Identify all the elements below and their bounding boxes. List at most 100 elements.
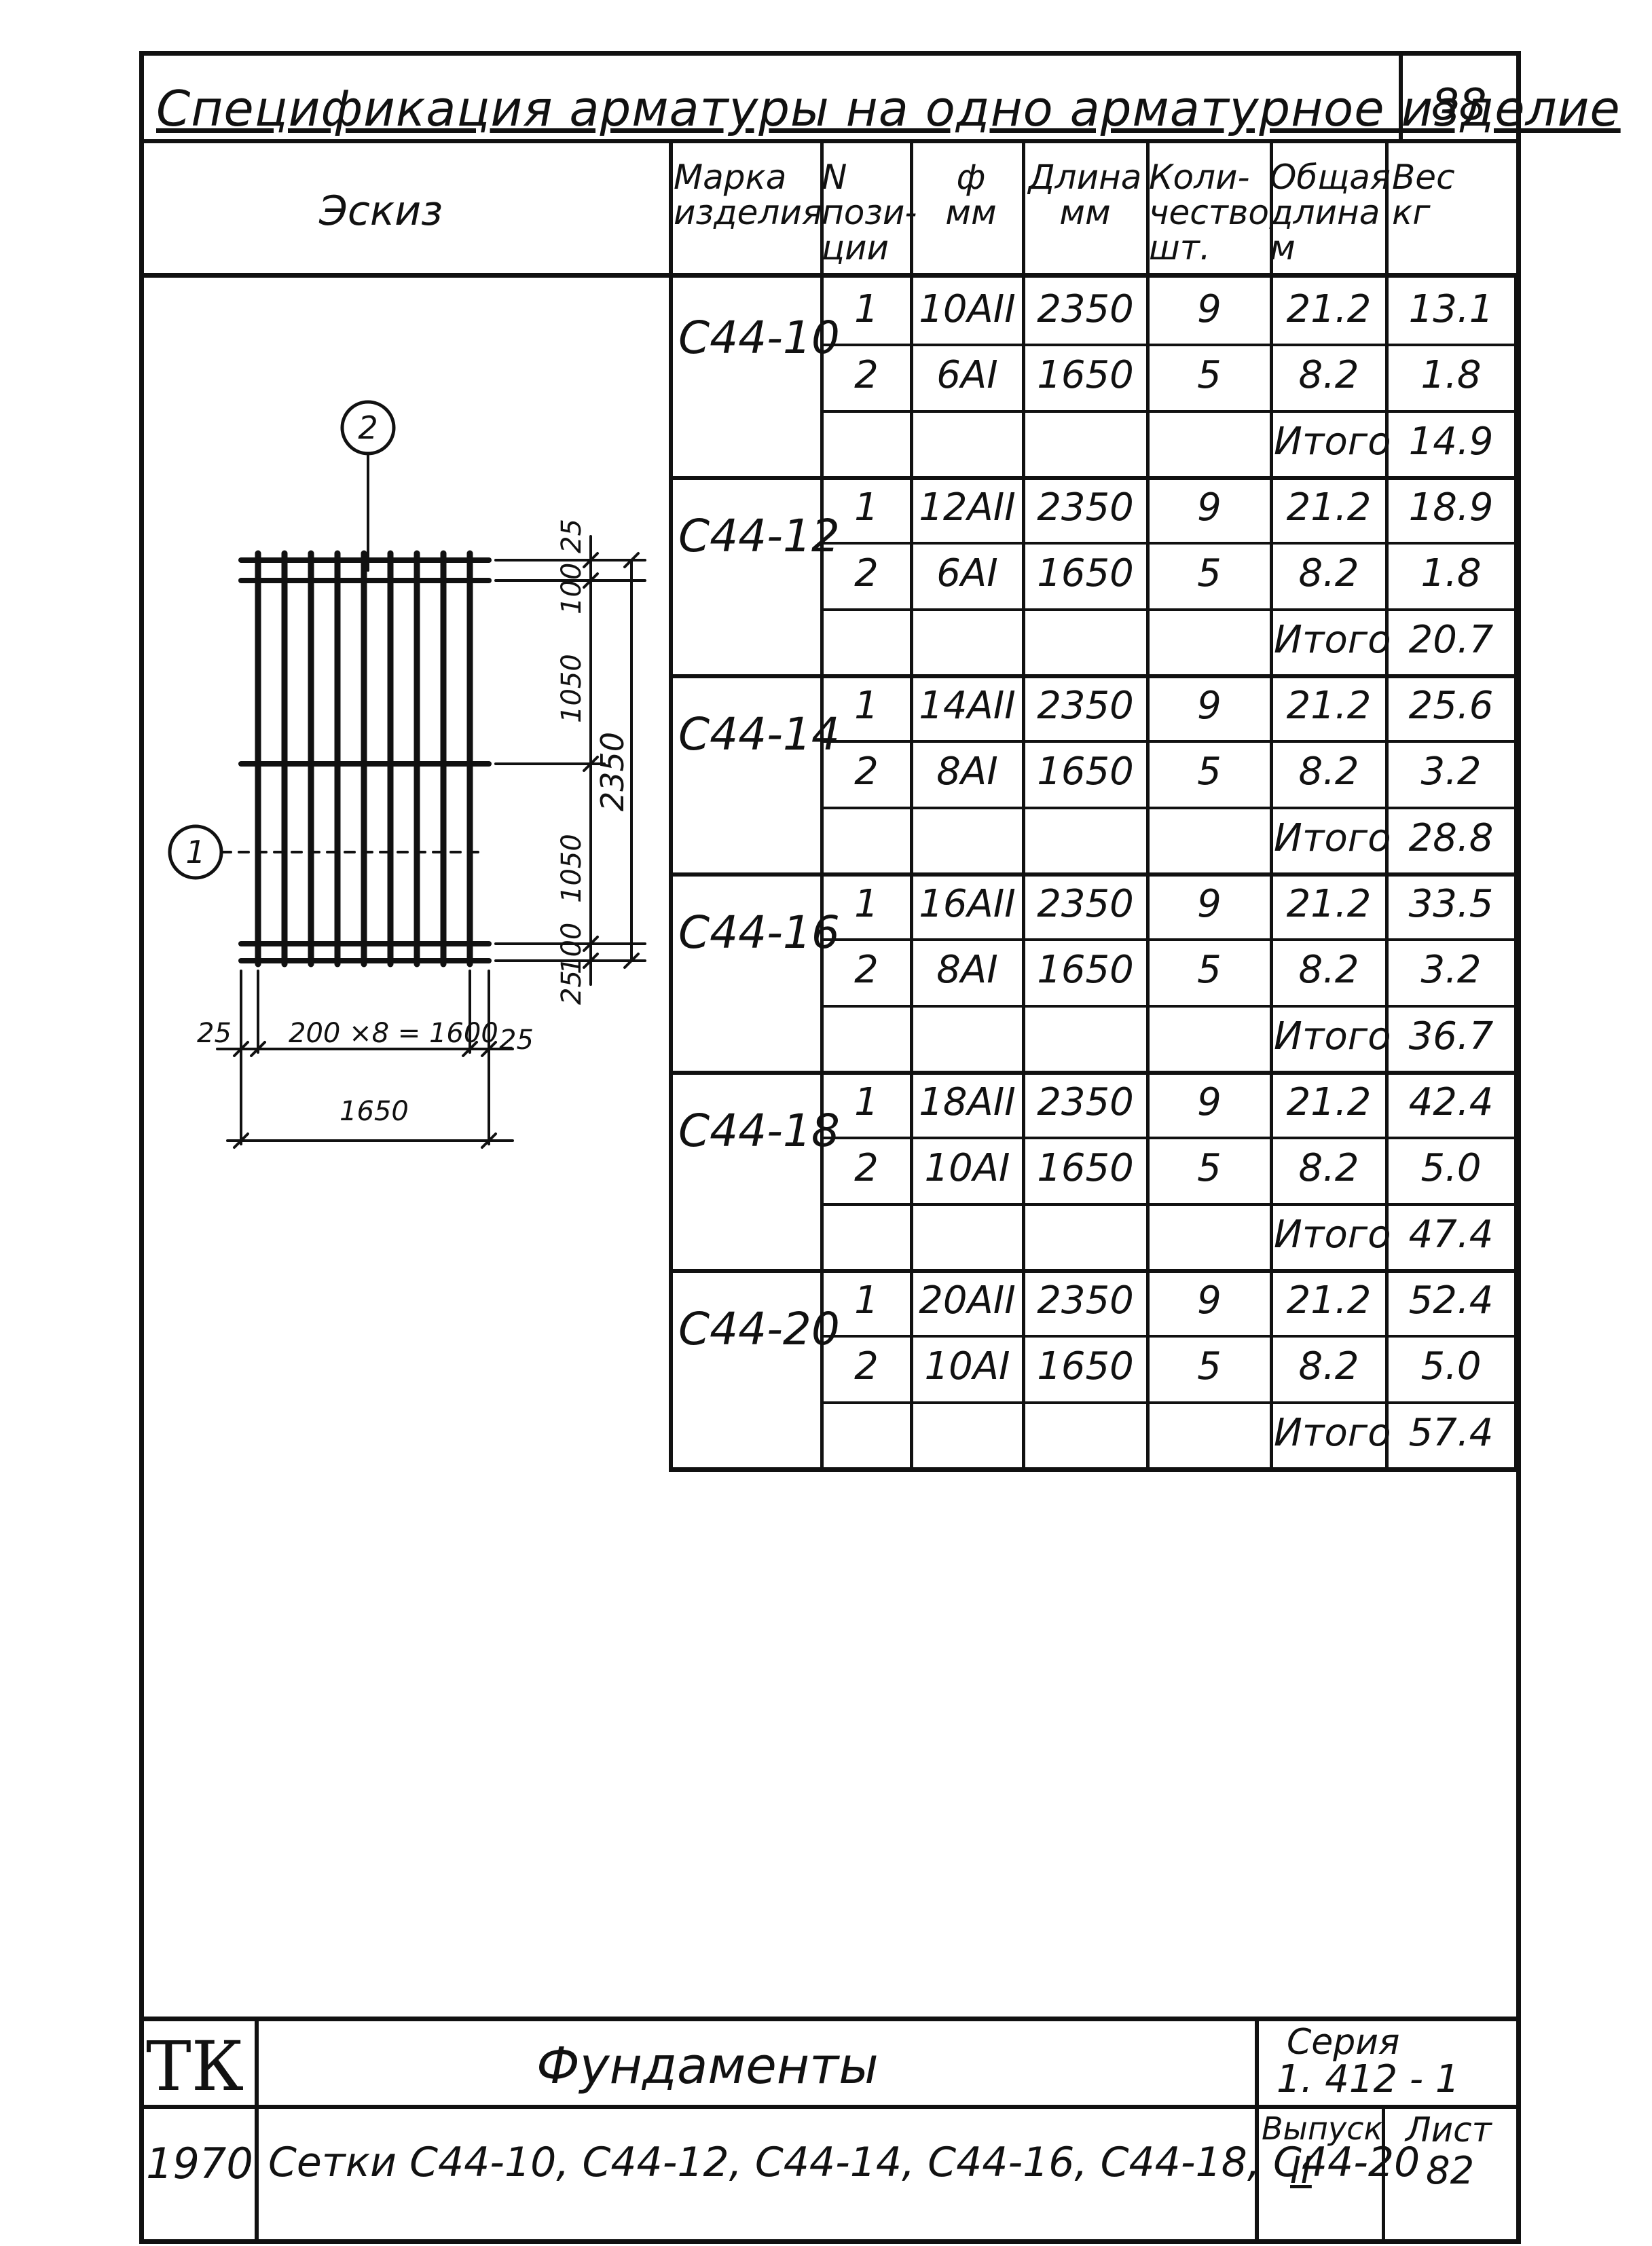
cell-quantity: 9 (1197, 287, 1222, 331)
cell-weight: 5.0 (1420, 1146, 1482, 1191)
product-mark: С44-16 (678, 906, 840, 959)
cell-diameter: 20АII (919, 1278, 1016, 1323)
dim-25-bottom: 25 (556, 970, 587, 1005)
cell-quantity: 5 (1197, 551, 1222, 596)
cell-position: 2 (854, 551, 879, 596)
issue-value: II (1290, 2149, 1312, 2192)
cell-total-length: 21.2 (1286, 882, 1372, 926)
block-divider (669, 476, 1514, 480)
cell-total-weight: 57.4 (1408, 1410, 1494, 1455)
sheet-description: Сетки С44-10, С44-12, С44-14, С44-16, С4… (268, 2139, 1420, 2186)
row-divider (820, 608, 1514, 611)
cell-diameter: 8АI (936, 948, 998, 993)
dim-spacing: 200 ×8 = 1600 (289, 1018, 498, 1049)
cell-total-length: 21.2 (1286, 684, 1372, 728)
series-label: Серия (1287, 2022, 1400, 2063)
cell-weight: 33.5 (1408, 882, 1494, 926)
block-divider (669, 1269, 1514, 1273)
titleblock-top-rule (139, 2017, 1521, 2021)
header-dia: ф мм (945, 158, 997, 232)
cell-length: 1650 (1037, 948, 1134, 993)
row-divider (820, 1004, 1514, 1008)
cell-total-label: Итого (1274, 815, 1391, 860)
dim-100-bottom: 100 (556, 923, 587, 974)
cell-length: 2350 (1037, 485, 1134, 530)
header-sketch: Эскиз (319, 187, 443, 235)
page-number: 88 (1431, 80, 1487, 130)
product-mark: С44-12 (678, 510, 840, 562)
cell-total-length: 8.2 (1298, 1146, 1359, 1191)
title-rule (139, 139, 1521, 143)
cell-quantity: 5 (1197, 1146, 1222, 1191)
cell-position: 1 (854, 485, 879, 530)
row-divider (820, 938, 1514, 942)
header-weight: Вес кг (1392, 158, 1455, 232)
row-divider (820, 1335, 1514, 1338)
cell-total-weight: 36.7 (1408, 1014, 1494, 1058)
product-mark: С44-14 (678, 708, 840, 760)
cell-total-weight: 28.8 (1408, 815, 1494, 860)
cell-length: 2350 (1037, 1278, 1134, 1323)
header-len: Длина мм (1028, 158, 1142, 232)
cell-quantity: 9 (1197, 1080, 1222, 1124)
cell-total-length: 21.2 (1286, 1080, 1372, 1124)
cell-total-label: Итого (1274, 1212, 1391, 1257)
product-mark: С44-20 (678, 1303, 840, 1355)
dim-1050-b: 1050 (556, 834, 587, 903)
cell-total-weight: 47.4 (1408, 1212, 1494, 1257)
cell-diameter: 12АII (919, 485, 1016, 530)
mesh-horizontal-bars (238, 557, 492, 963)
header-column-divider (1146, 143, 1150, 278)
table-bottom-border (669, 1467, 1518, 1472)
sheet-label: Лист (1406, 2110, 1492, 2150)
pos-2-label: 2 (358, 409, 378, 446)
mesh-vertical-bars (255, 550, 473, 968)
product-mark: С44-10 (678, 312, 840, 364)
cell-position: 2 (854, 750, 879, 794)
header-column-divider (1385, 143, 1389, 278)
cell-quantity: 9 (1197, 684, 1222, 728)
dim-25-left: 25 (197, 1018, 232, 1049)
cell-position: 1 (854, 684, 879, 728)
sheet-value: 82 (1426, 2149, 1475, 2193)
cell-diameter: 8АI (936, 750, 998, 794)
cell-length: 1650 (1037, 750, 1134, 794)
cell-total-length: 8.2 (1298, 750, 1359, 794)
header-rule (139, 273, 1521, 278)
titleblock-divider-1 (255, 2017, 259, 2244)
block-divider (669, 674, 1514, 678)
header-column-divider (910, 143, 913, 278)
cell-quantity: 5 (1197, 1344, 1222, 1389)
title-divider (1399, 54, 1403, 143)
cell-weight: 52.4 (1408, 1278, 1494, 1323)
titleblock-mid-rule (139, 2105, 1521, 2109)
cell-diameter: 18АII (919, 1080, 1016, 1124)
cell-length: 2350 (1037, 882, 1134, 926)
cell-length: 1650 (1037, 551, 1134, 596)
cell-diameter: 10АII (919, 287, 1016, 331)
cell-quantity: 5 (1197, 948, 1222, 993)
cell-weight: 3.2 (1420, 948, 1482, 993)
titleblock-divider-3 (1382, 2105, 1385, 2244)
cell-length: 1650 (1037, 1146, 1134, 1191)
cell-diameter: 6АI (936, 353, 998, 398)
cell-position: 2 (854, 1344, 879, 1389)
cell-position: 1 (854, 1080, 879, 1124)
cell-position: 2 (854, 948, 879, 993)
table-right-border (1514, 278, 1518, 1467)
cell-weight: 18.9 (1408, 485, 1494, 530)
cell-position: 1 (854, 882, 879, 926)
product-mark: С44-18 (678, 1105, 840, 1157)
header-column-divider (1022, 143, 1025, 278)
row-divider (820, 344, 1514, 347)
cell-position: 1 (854, 1278, 879, 1323)
cell-total-label: Итого (1274, 617, 1391, 662)
cell-total-length: 21.2 (1286, 485, 1372, 530)
cell-length: 2350 (1037, 1080, 1134, 1124)
row-divider (820, 1401, 1514, 1404)
year: 1970 (146, 2139, 253, 2188)
dim-1050-a: 1050 (556, 654, 587, 723)
cell-length: 1650 (1037, 353, 1134, 398)
cell-total-weight: 14.9 (1408, 419, 1494, 464)
cell-quantity: 9 (1197, 1278, 1222, 1323)
